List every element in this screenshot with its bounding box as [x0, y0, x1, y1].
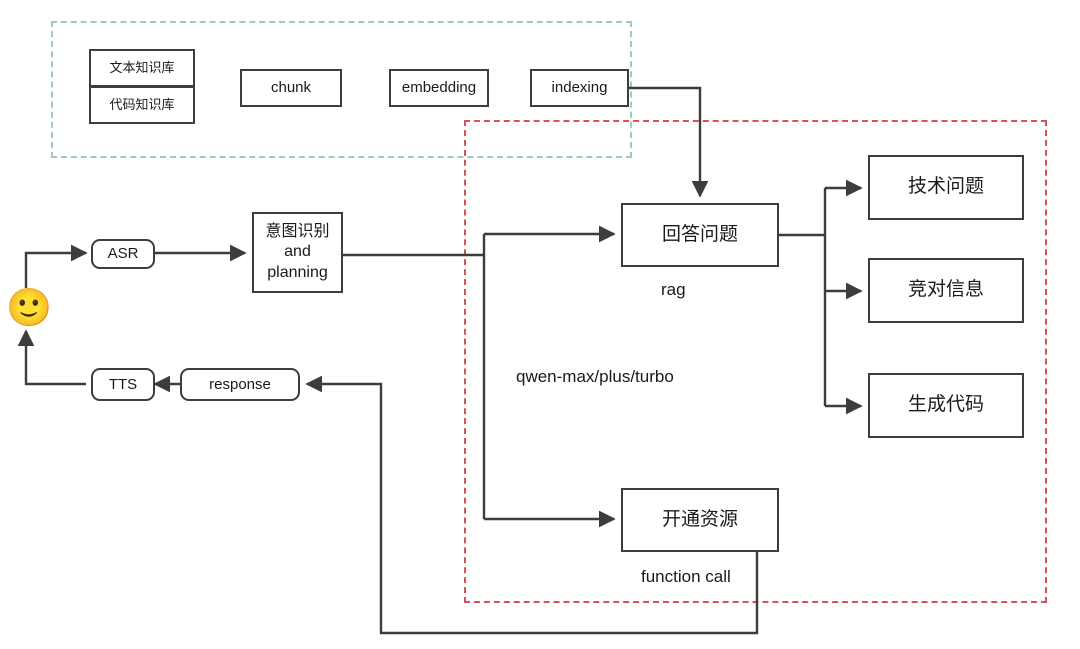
smiling-face-emoji: 🙂 [6, 287, 53, 328]
node-embedding[interactable]: embedding [389, 69, 489, 107]
node-code-knowledge-base[interactable]: 代码知识库 [89, 86, 195, 124]
caption-function-call: function call [641, 567, 731, 586]
node-response[interactable]: response [180, 368, 300, 401]
node-generate-code[interactable]: 生成代码 [868, 373, 1024, 438]
caption-model: qwen-max/plus/turbo [516, 367, 674, 386]
node-tts[interactable]: TTS [91, 368, 155, 401]
node-competitor-info[interactable]: 竞对信息 [868, 258, 1024, 323]
caption-rag: rag [661, 280, 686, 299]
node-intent-line-1: 意图识别 [265, 222, 330, 240]
node-answer-question[interactable]: 回答问题 [621, 203, 779, 267]
node-intent-line-2: and [284, 243, 311, 261]
knowledge-base-stack: 文本知识库 代码知识库 [89, 49, 195, 124]
node-intent-planning[interactable]: 意图识别 and planning [252, 212, 343, 293]
node-provision-resource[interactable]: 开通资源 [621, 488, 779, 552]
wire-tts-to-user [17, 329, 86, 386]
node-chunk[interactable]: chunk [240, 69, 342, 107]
node-asr[interactable]: ASR [91, 239, 155, 269]
node-intent-line-3: planning [267, 263, 328, 281]
node-tech-issue[interactable]: 技术问题 [868, 155, 1024, 220]
node-text-knowledge-base[interactable]: 文本知识库 [89, 49, 195, 87]
wire-user-to-asr [24, 244, 88, 288]
node-indexing[interactable]: indexing [530, 69, 629, 107]
